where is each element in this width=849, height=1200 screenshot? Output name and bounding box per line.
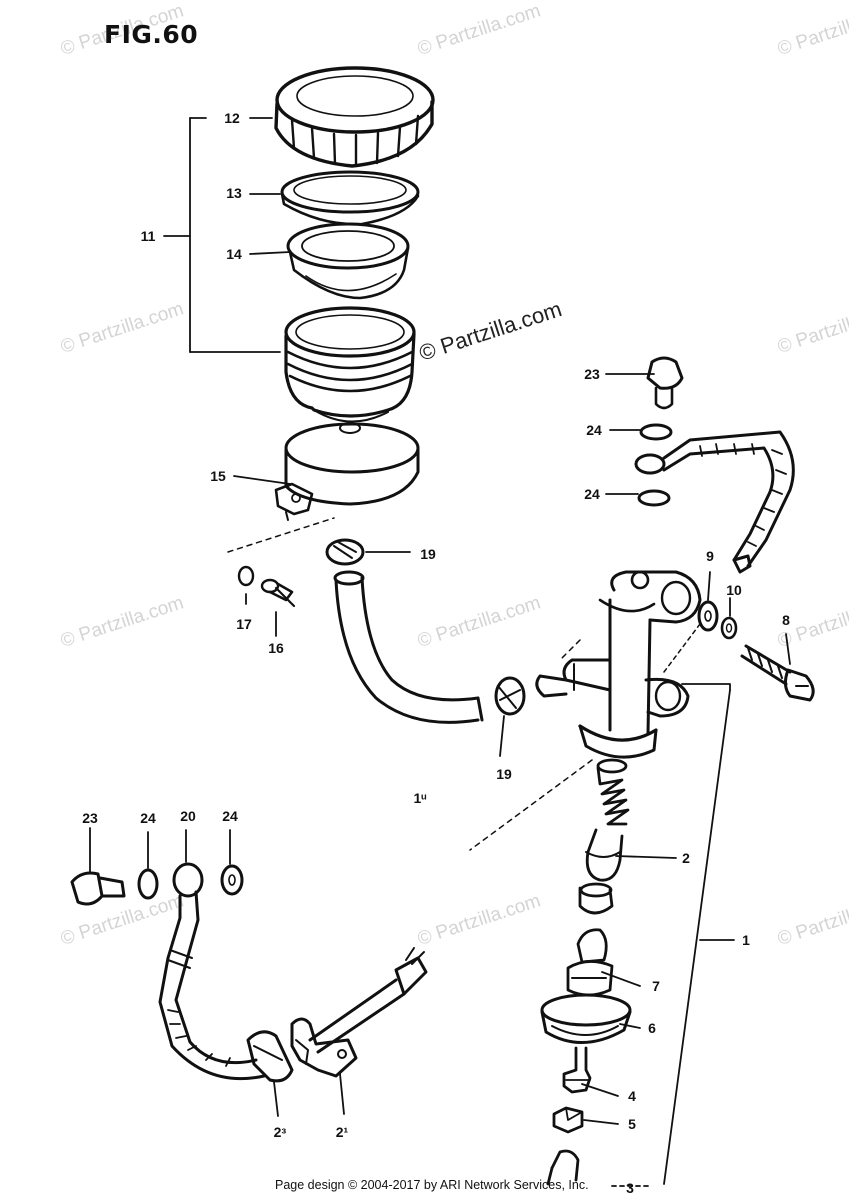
master-cylinder-body — [535, 570, 702, 759]
hose-clip-lower — [494, 676, 526, 716]
callout-19-upper: 19 — [420, 546, 436, 562]
callout-5: 5 — [628, 1116, 636, 1132]
washer-24-lower-b — [220, 864, 244, 896]
washer-24-lower-a — [137, 868, 159, 900]
reservoir-cap — [274, 66, 435, 168]
push-rod-4 — [562, 1046, 592, 1094]
diaphragm-plate — [280, 170, 420, 226]
banjo-bolt-8 — [740, 644, 815, 702]
washer-24-upper — [639, 423, 673, 441]
lower-brake-hose-20 — [158, 862, 428, 1081]
callout-24-lower-b: 24 — [222, 808, 238, 824]
mount-dash-line — [227, 517, 335, 553]
hose-clamp-22 — [246, 1030, 294, 1083]
callout-8: 8 — [782, 612, 790, 628]
bolt-23-lower — [70, 871, 126, 906]
reservoir-hose — [333, 570, 484, 724]
callout-20: 20 — [180, 808, 196, 824]
hose-bracket-21 — [290, 1017, 358, 1078]
callout-13: 13 — [226, 185, 242, 201]
callout-24-upper: 24 — [586, 422, 602, 438]
washer-10 — [720, 616, 738, 640]
callout-7: 7 — [652, 978, 660, 994]
callout-19-lower: 19 — [496, 766, 512, 782]
callout-4: 4 — [628, 1088, 636, 1104]
clevis-3 — [546, 1149, 580, 1186]
callout-leaders — [89, 117, 791, 1125]
callout-17: 17 — [236, 616, 252, 632]
reservoir-body — [284, 306, 416, 434]
nut-5 — [552, 1106, 584, 1134]
bolt-23-upper — [646, 356, 684, 410]
callout-1: 1 — [742, 932, 750, 948]
seal-7 — [566, 928, 614, 997]
group-bracket-11 — [189, 117, 281, 353]
callout-23-upper: 23 — [584, 366, 600, 382]
callout-6: 6 — [648, 1020, 656, 1036]
footer-copyright: Page design © 2004-2017 by ARI Network S… — [275, 1178, 589, 1192]
callout-10: 10 — [726, 582, 742, 598]
callout-12: 12 — [224, 110, 240, 126]
reservoir-band — [274, 422, 420, 521]
callout-24-mid: 24 — [584, 486, 600, 502]
washer-9 — [697, 600, 719, 632]
callout-3: 3 — [626, 1180, 634, 1196]
diaphragm — [286, 222, 410, 300]
fitting-6 — [540, 993, 632, 1044]
callout-18: 1ᵘ — [413, 790, 427, 806]
hose-clip-upper — [325, 538, 365, 566]
callout-16: 16 — [268, 640, 284, 656]
callout-9: 9 — [706, 548, 714, 564]
callout-22: 2ᵌ — [273, 1124, 287, 1140]
washer-24-lower — [637, 489, 671, 507]
callout-24-lower-a: 24 — [140, 810, 156, 826]
callout-15: 15 — [210, 468, 226, 484]
group-bracket-1 — [609, 683, 735, 1187]
callout-23-lower: 23 — [82, 810, 98, 826]
callout-11: 11 — [140, 228, 156, 244]
callout-2: 2 — [682, 850, 690, 866]
callout-21: 2¹ — [335, 1124, 349, 1140]
mount-bolt — [260, 578, 296, 608]
upper-brake-hose — [634, 430, 795, 574]
figure-title: FIG.60 — [104, 20, 199, 49]
assembly-dash — [663, 623, 701, 673]
callout-14: 14 — [226, 246, 242, 262]
spring-piston-2 — [578, 758, 630, 915]
alignment-dashes — [469, 639, 593, 851]
mount-washer — [237, 565, 255, 587]
